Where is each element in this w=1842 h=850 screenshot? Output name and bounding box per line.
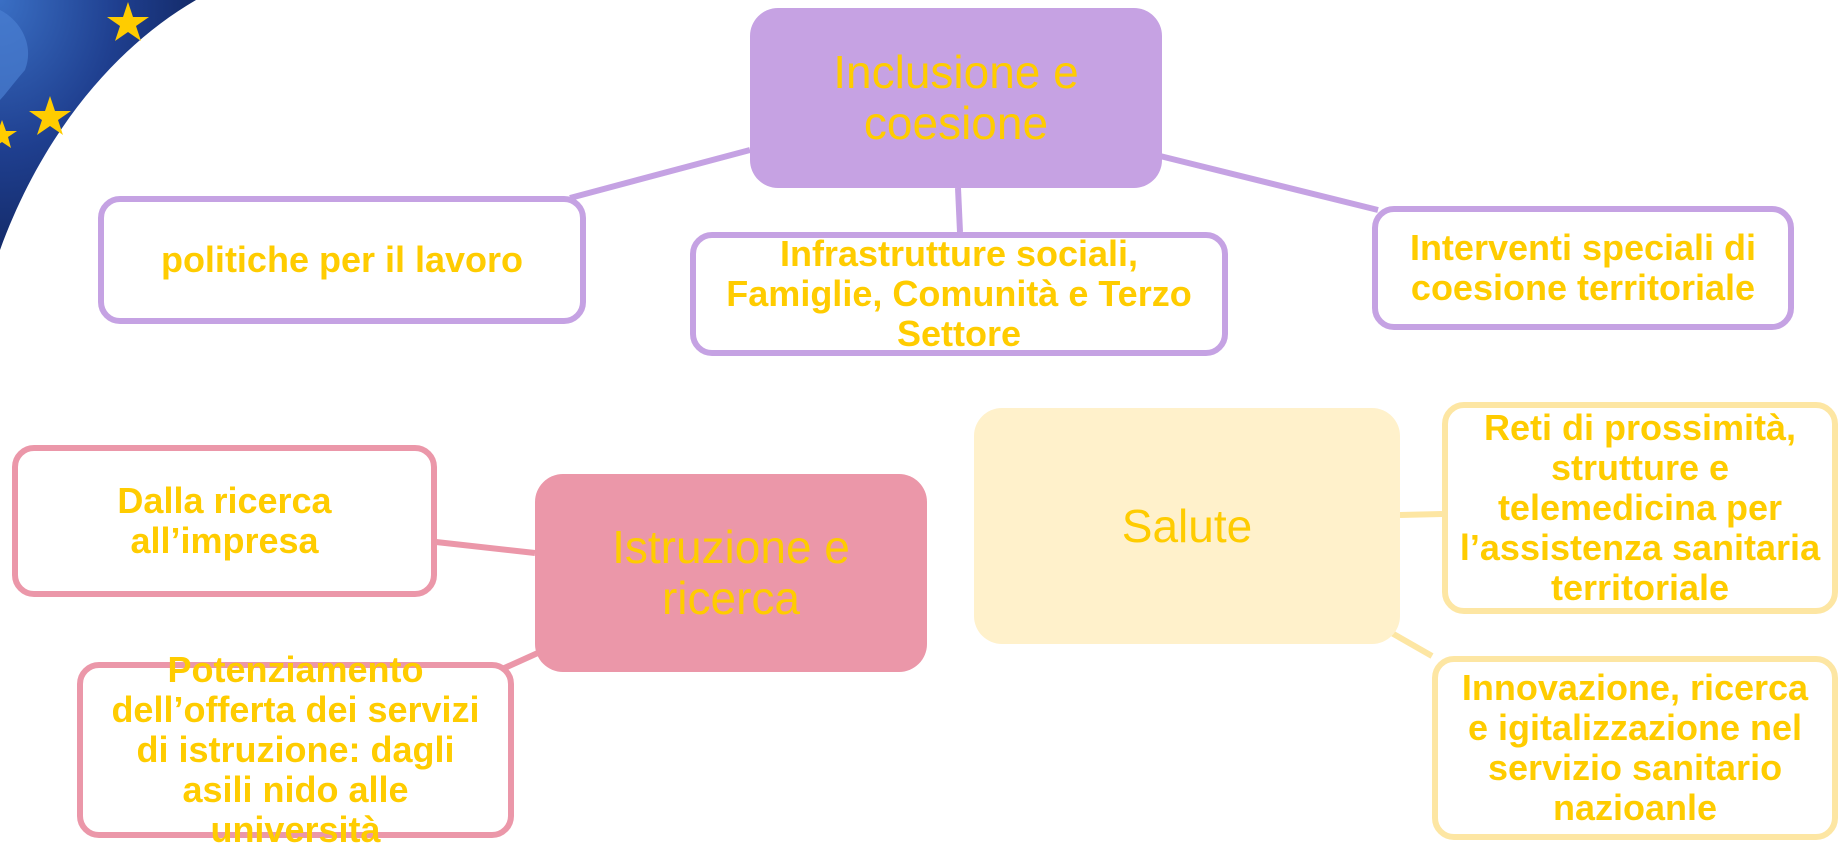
inclusione-title: Inclusione e coesione: [833, 46, 1079, 149]
salute-main-node: Salute: [974, 408, 1400, 644]
istruzione-item-potenziamento-label: Potenziamento dell’offerta dei servizi d…: [111, 649, 480, 850]
flag-blue-arc: [0, 0, 196, 250]
inclusione-item-interventi: Interventi speciali di coesione territor…: [1372, 206, 1794, 330]
salute-item-reti: Reti di prossimità, strutture e telemedi…: [1442, 402, 1838, 614]
eu-flag-decoration: [0, 0, 196, 250]
inclusione-item-lavoro: politiche per il lavoro: [98, 196, 586, 324]
inclusione-item-infrastrutture-label: Infrastrutture sociali, Famiglie, Comuni…: [726, 233, 1192, 354]
salute-item-innovazione: Innovazione, ricerca e igitalizzazione n…: [1432, 656, 1838, 840]
star-icon: [29, 96, 71, 135]
star-icon: [0, 120, 17, 148]
istruzione-main-node: Istruzione e ricerca: [535, 474, 927, 672]
istruzione-item-potenziamento: Potenziamento dell’offerta dei servizi d…: [77, 650, 514, 850]
star-icon: [107, 2, 149, 41]
connector-salute-innovazione: [1388, 629, 1434, 659]
connector-inclusione-interventi: [1159, 153, 1379, 213]
connector-inclusione-lavoro: [569, 147, 751, 201]
istruzione-title: Istruzione e ricerca: [612, 521, 850, 624]
salute-title: Salute: [1121, 499, 1253, 552]
salute-item-reti-label: Reti di prossimità, strutture e telemedi…: [1459, 407, 1821, 608]
inclusione-item-lavoro-label: politiche per il lavoro: [160, 239, 524, 280]
salute-item-innovazione-label: Innovazione, ricerca e igitalizzazione n…: [1461, 667, 1809, 828]
flag-map-shape: [0, 10, 29, 100]
inclusione-item-infrastrutture: Infrastrutture sociali, Famiglie, Comuni…: [690, 232, 1228, 356]
connector-salute-reti: [1399, 511, 1443, 518]
istruzione-item-ricerca-label: Dalla ricerca all’impresa: [117, 480, 332, 561]
inclusione-item-interventi-label: Interventi speciali di coesione territor…: [1409, 227, 1757, 308]
istruzione-item-ricerca: Dalla ricerca all’impresa: [12, 445, 437, 597]
connector-istruzione-ricerca: [435, 539, 536, 556]
connector-inclusione-infrastrutture: [955, 187, 963, 233]
inclusione-main-node: Inclusione e coesione: [750, 8, 1162, 188]
